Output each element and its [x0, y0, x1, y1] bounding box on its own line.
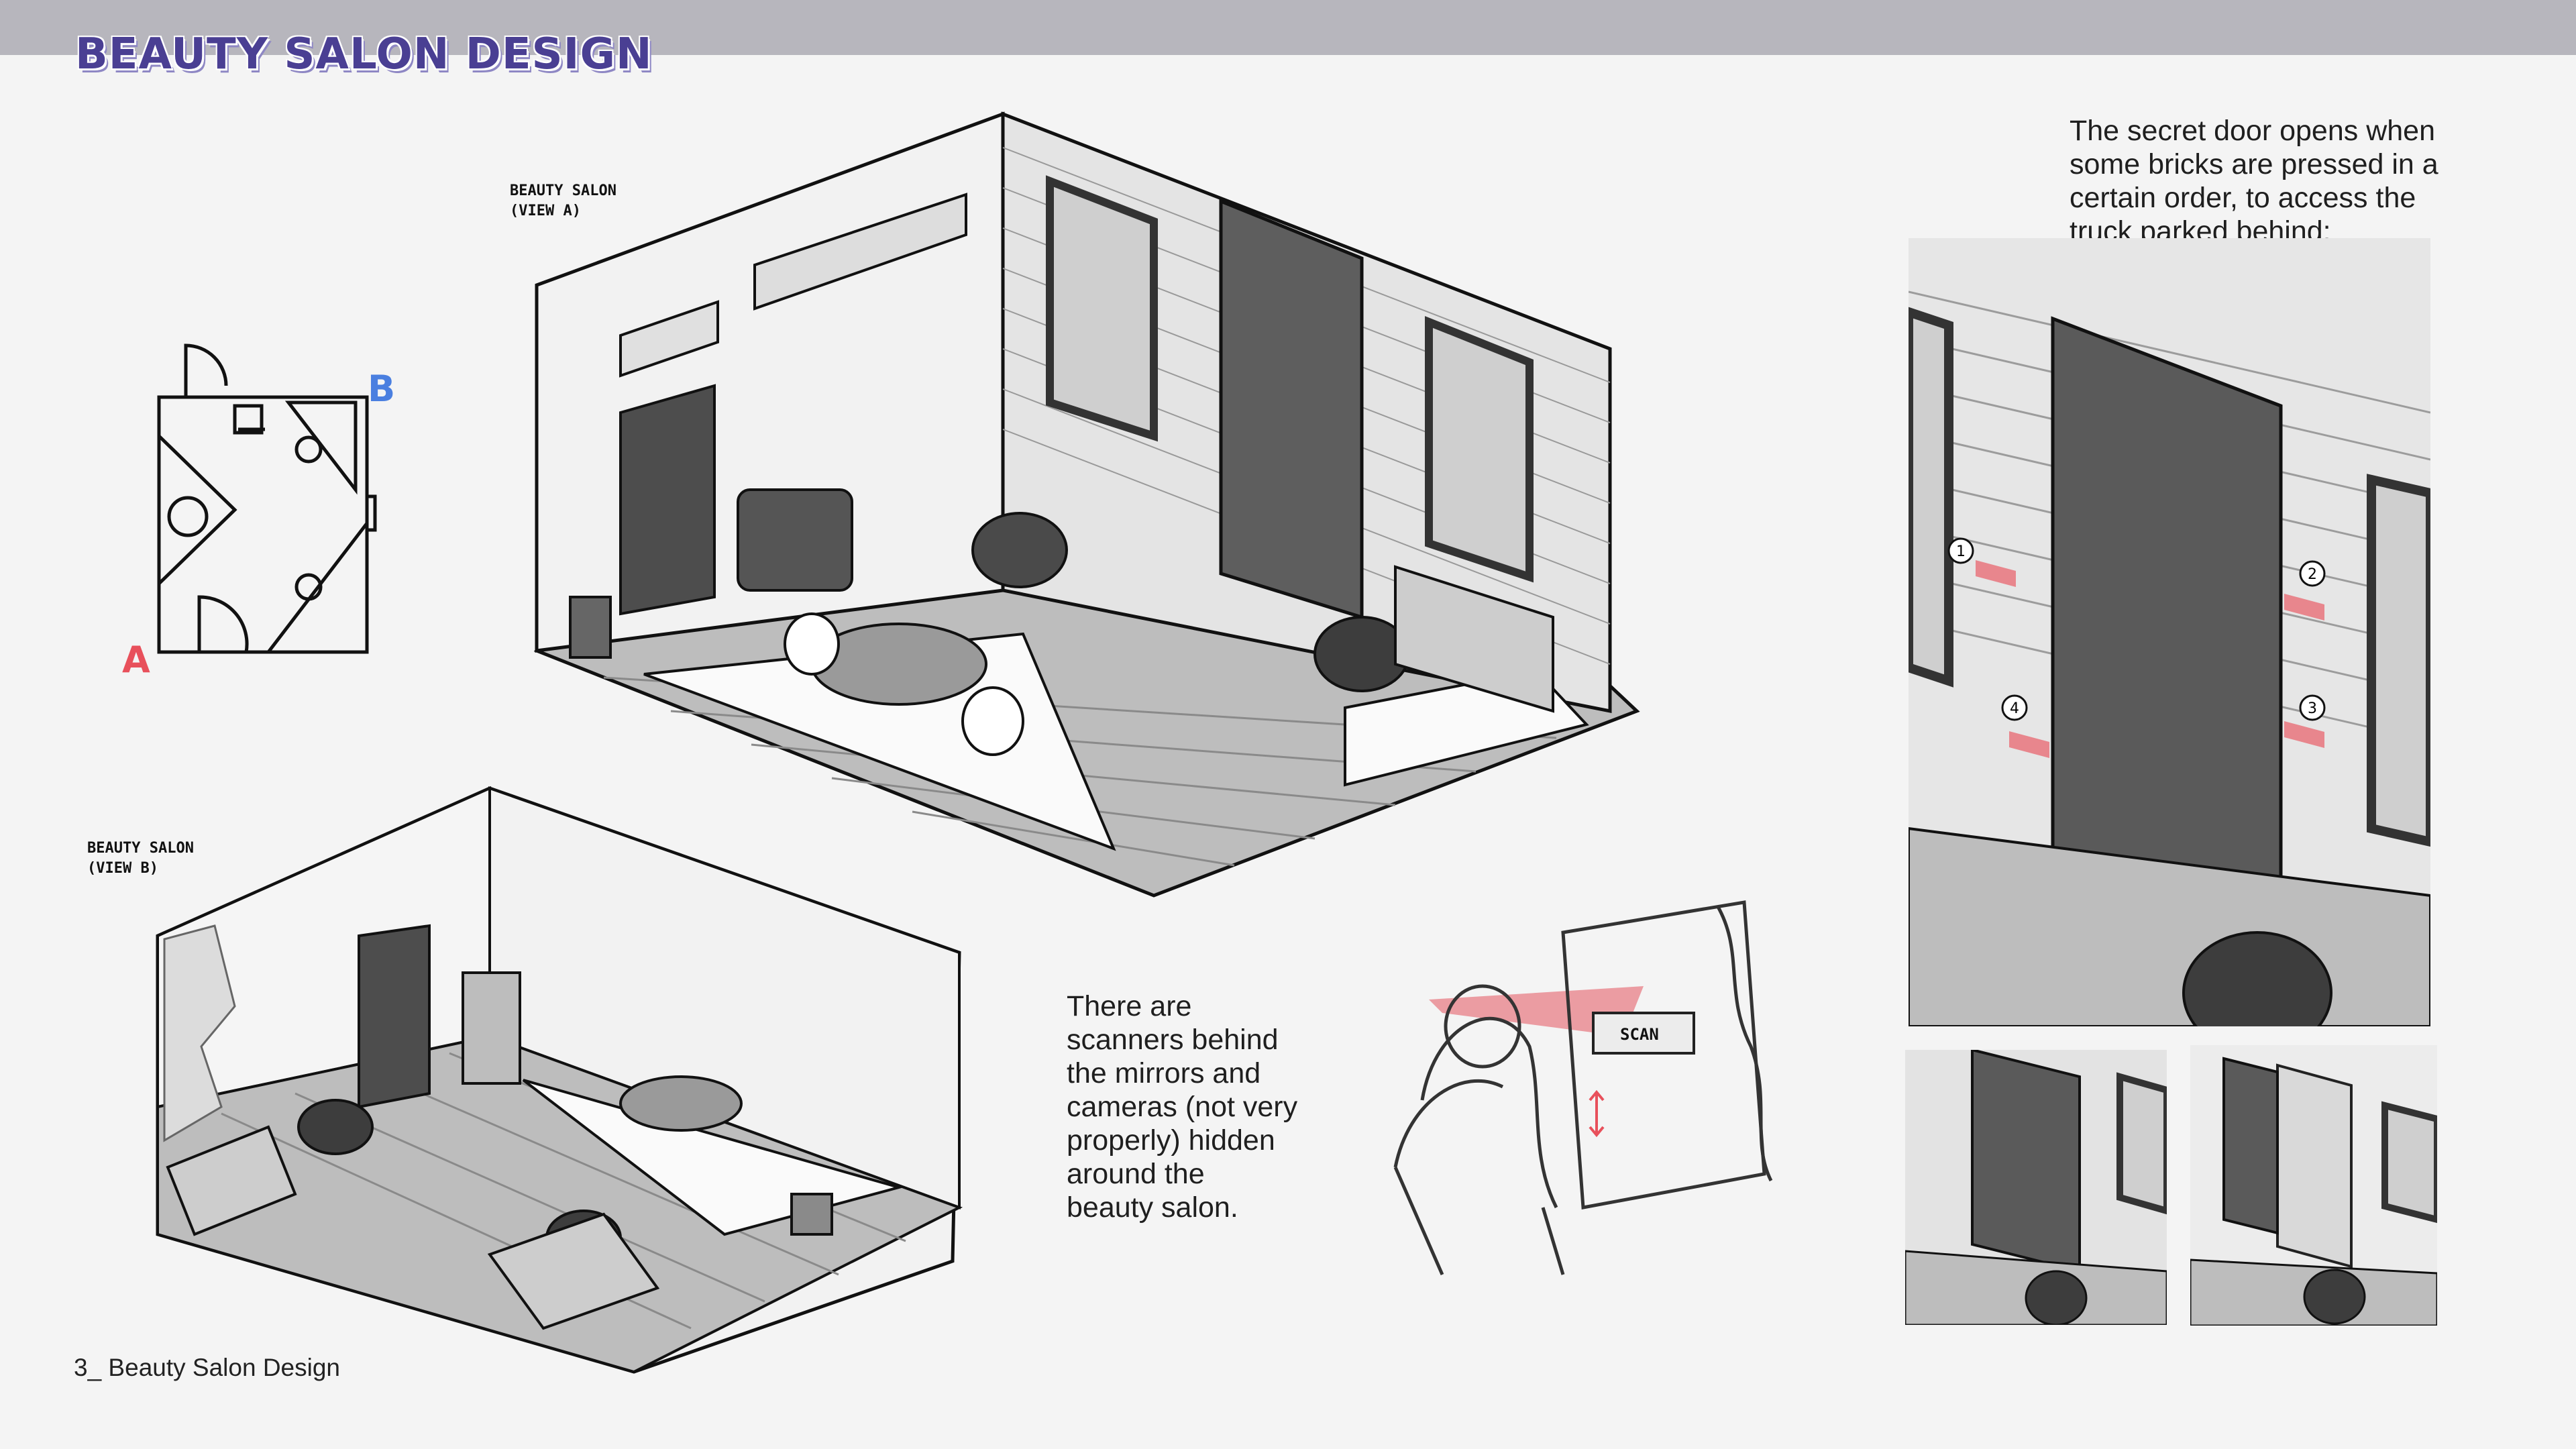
door-opening-panel-1-drawing	[1905, 1050, 2167, 1325]
page-footer: 3_ Beauty Salon Design	[74, 1354, 340, 1381]
scanners-note: There are scanners behind the mirrors an…	[1067, 990, 1298, 1224]
view-marker-b: B	[368, 368, 396, 410]
door-opening-panel-2	[2190, 1045, 2437, 1326]
secret-door-note: The secret door opens when some bricks a…	[2070, 115, 2438, 248]
door-opening-panel-2-drawing	[2190, 1045, 2437, 1326]
brick-number-1: 1	[1956, 543, 1966, 560]
view-b-label: BEAUTY SALON (VIEW B)	[87, 840, 194, 877]
door-opening-panel-1	[1905, 1050, 2167, 1325]
scan-label: SCAN	[1620, 1025, 1659, 1044]
header-bar	[0, 0, 2576, 55]
secret-door-closeup-drawing: 1 2 3 4	[1909, 238, 2430, 1026]
brick-number-3: 3	[2308, 700, 2317, 717]
page-title: BEAUTY SALON DESIGN	[75, 30, 653, 79]
brick-number-4: 4	[2010, 700, 2019, 717]
brick-number-2: 2	[2308, 566, 2317, 583]
view-a-label: BEAUTY SALON (VIEW A)	[510, 182, 616, 219]
secret-door-closeup: 1 2 3 4	[1909, 238, 2430, 1026]
view-marker-a: A	[122, 639, 150, 681]
